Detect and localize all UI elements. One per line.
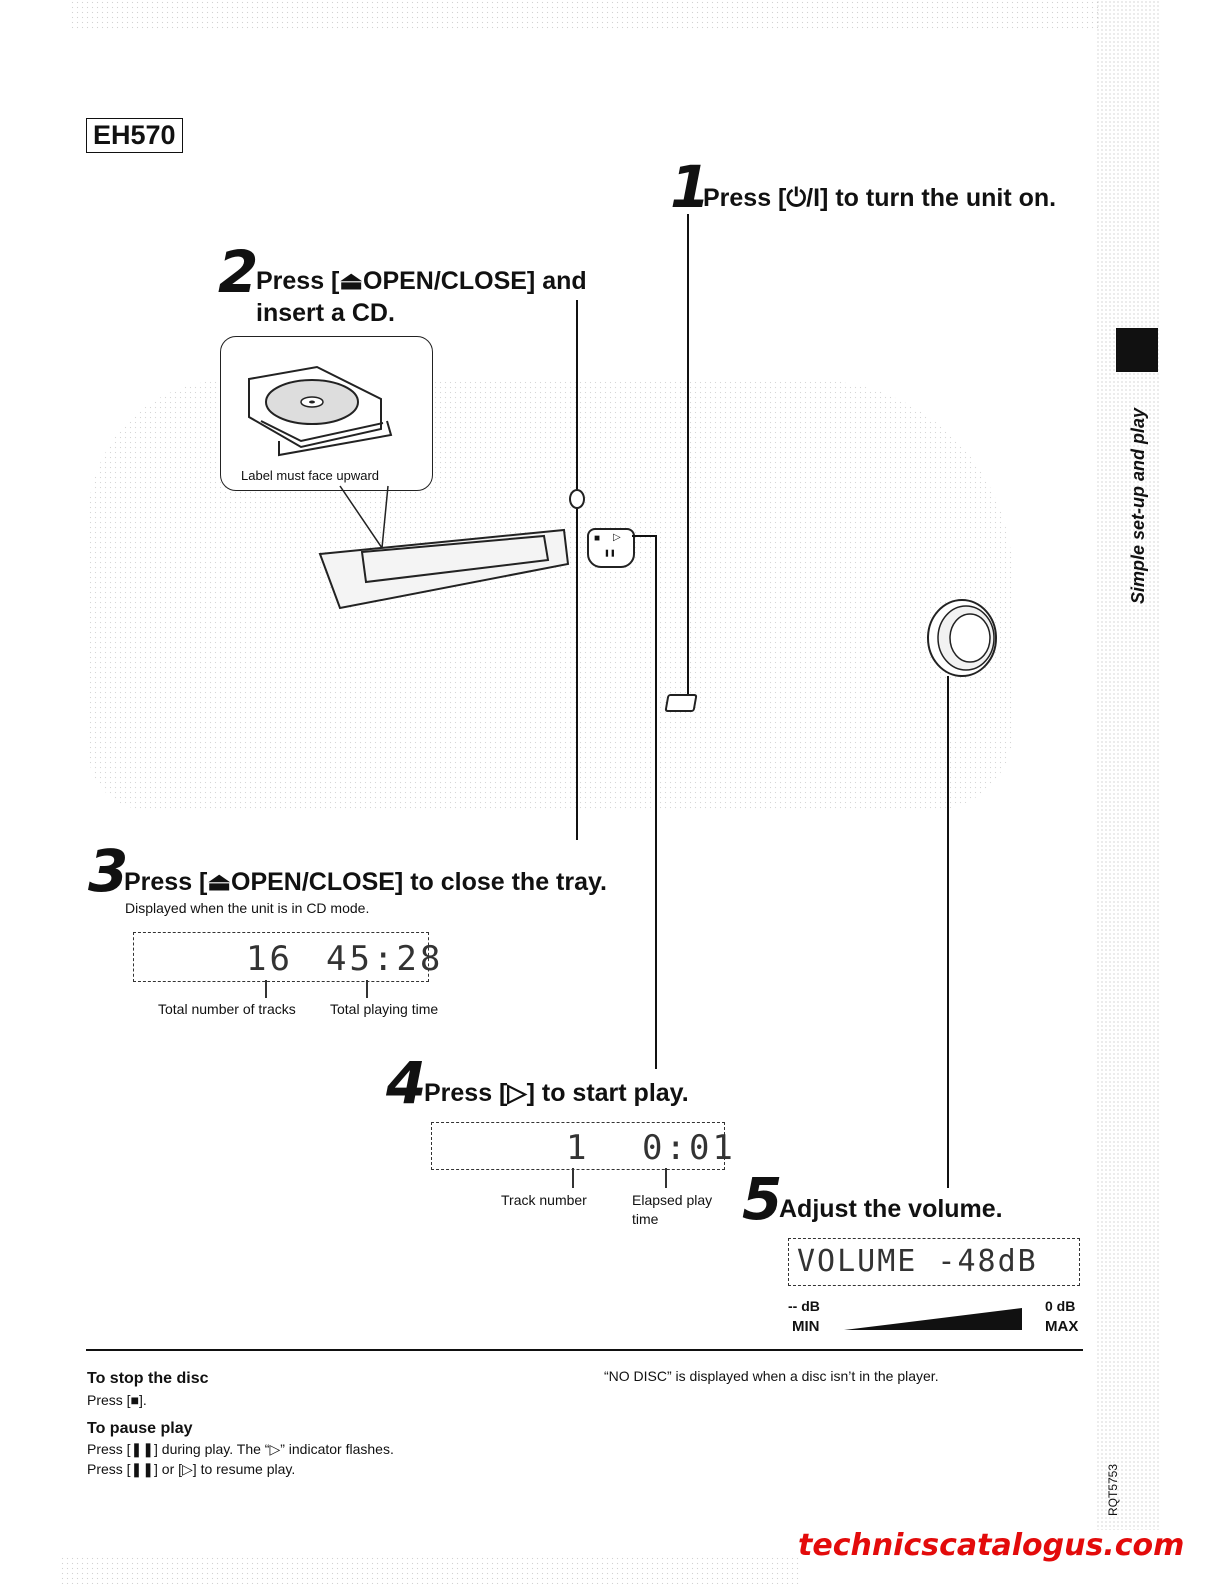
step-5-text: Adjust the volume. [779, 1195, 1003, 1223]
unit-play-button[interactable]: ▷ [613, 532, 621, 543]
label-track-number: Track number [501, 1192, 587, 1208]
power-button[interactable] [664, 694, 698, 712]
step-4-leader-h [632, 535, 656, 537]
no-disc-note: “NO DISC” is displayed when a disc isn’t… [604, 1368, 939, 1384]
label-elapsed-line2: time [632, 1211, 659, 1227]
scan-top-edge [70, 0, 1100, 30]
step-2-text-line1: Press [⏏OPEN/CLOSE] and [256, 267, 587, 295]
volume-knob[interactable] [924, 596, 1004, 680]
step-4-text: Press [▷] to start play. [424, 1079, 689, 1107]
document-code: RQT5753 [1106, 1463, 1120, 1516]
pause-note-line2: Press [❚❚] or [▷] to resume play. [87, 1461, 296, 1477]
cd-tray-inset-caption: Label must face upward [241, 468, 380, 483]
cd-tray-inset: Label must face upward [220, 336, 433, 491]
label-total-tracks: Total number of tracks [158, 1001, 296, 1017]
model-label: EH570 [86, 118, 183, 153]
step-3-number: 3 [88, 837, 129, 905]
step-2-number: 2 [218, 238, 259, 306]
label-elapsed-line1: Elapsed play [632, 1192, 713, 1208]
step-1-leader-line [687, 214, 689, 696]
display-volume: VOLUME -48dB [788, 1238, 1080, 1286]
side-tab-marker [1116, 328, 1158, 372]
stop-note-title: To stop the disc [87, 1370, 209, 1387]
pause-note-line1: Press [❚❚] during play. The “▷” indicato… [87, 1441, 394, 1457]
volume-min-label: MIN [792, 1318, 820, 1335]
volume-max-label: MAX [1045, 1318, 1079, 1335]
unit-pause-button[interactable]: ❚❚ [604, 550, 616, 557]
pause-note-title: To pause play [87, 1420, 193, 1437]
disc-drawer [318, 528, 570, 610]
step-4-leader-line [655, 535, 657, 1069]
display-total-time: 45:28 [326, 939, 444, 979]
open-close-button[interactable] [569, 489, 585, 509]
step-3-subtext: Displayed when the unit is in CD mode. [125, 900, 370, 916]
display-volume-text: VOLUME -48dB [797, 1244, 1038, 1279]
volume-min-db: -- dB [788, 1298, 820, 1314]
unit-stop-button[interactable]: ■ [594, 533, 601, 544]
display-track-number: 1 [566, 1128, 590, 1168]
display-play: 1 0:01 [431, 1122, 733, 1170]
display-cd-mode: 16 45:28 [133, 932, 440, 982]
step-5-leader-line [947, 676, 949, 1188]
side-tab-label: Simple set-up and play [1128, 407, 1148, 604]
tick-track-number [572, 1168, 574, 1188]
display-track-count: 16 [246, 939, 293, 979]
step-2-text-line2: insert a CD. [256, 299, 395, 327]
step-1-text: Press [⏻/I] to turn the unit on. [703, 184, 1057, 212]
scan-bottom-edge [60, 1556, 800, 1584]
watermark-link[interactable]: technicscatalogus.com [798, 1528, 1185, 1563]
stop-note-body: Press [■]. [87, 1392, 147, 1408]
notes-divider [86, 1349, 1083, 1351]
unit-play-controls: ■ ▷ ❚❚ [587, 528, 635, 568]
step-1-number: 1 [670, 153, 711, 221]
step-4-number: 4 [386, 1049, 427, 1117]
label-total-time: Total playing time [330, 1001, 439, 1017]
tick-total-time [366, 980, 368, 998]
step-3-text: Press [⏏OPEN/CLOSE] to close the tray. [124, 868, 608, 896]
tick-elapsed-time [665, 1168, 667, 1188]
tick-track-count [265, 980, 267, 998]
volume-ramp [844, 1308, 1022, 1330]
display-elapsed-time: 0:01 [642, 1128, 736, 1168]
cd-tray-drawing [248, 365, 393, 457]
side-band [1096, 0, 1160, 1530]
step-2-3-leader-line [576, 300, 578, 840]
step-5-number: 5 [742, 1165, 783, 1233]
volume-max-db: 0 dB [1045, 1298, 1076, 1314]
